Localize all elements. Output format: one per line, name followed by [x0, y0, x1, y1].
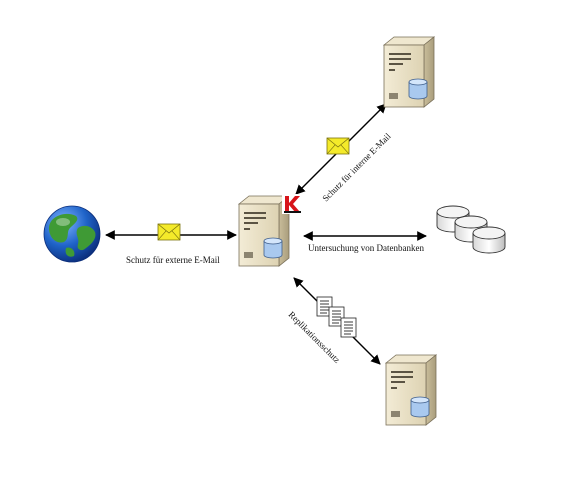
globe-icon	[43, 205, 101, 263]
internal-mail-envelope-icon	[326, 137, 350, 155]
label-external-email: Schutz für externe E-Mail	[126, 255, 220, 265]
top-server-icon	[383, 36, 435, 108]
kaspersky-k-icon	[282, 194, 302, 214]
database-icon	[436, 205, 506, 254]
bottom-server-icon	[385, 354, 437, 426]
label-db-scan: Untersuchung von Datenbanken	[308, 243, 424, 253]
documents-icon	[316, 296, 357, 338]
external-mail-envelope-icon	[157, 223, 181, 241]
central-server-icon	[238, 195, 290, 267]
